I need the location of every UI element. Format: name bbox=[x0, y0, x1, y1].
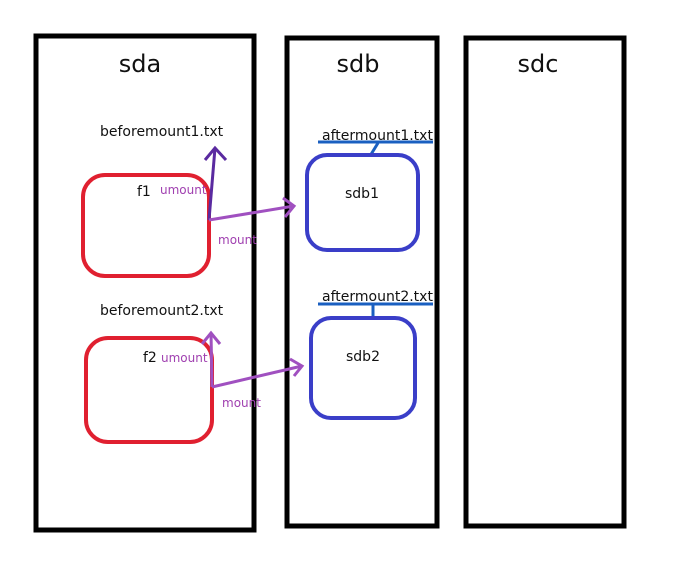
folder-f1-label: f1 bbox=[137, 184, 151, 200]
mount2-arrowhead bbox=[289, 357, 305, 377]
umount2-arrow bbox=[209, 332, 214, 388]
file-beforemount2: beforemount2.txt bbox=[100, 303, 224, 319]
mount2-label: mount bbox=[222, 396, 261, 410]
file-aftermount1: aftermount1.txt bbox=[322, 128, 433, 144]
umount1-arrow bbox=[207, 147, 217, 221]
file-aftermount2: aftermount2.txt bbox=[322, 289, 433, 305]
mount2-arrow bbox=[211, 364, 303, 389]
folder-sdb1-label: sdb1 bbox=[345, 186, 379, 202]
mount1-arrow bbox=[208, 204, 295, 222]
disk-sdb-title: sdb bbox=[337, 50, 380, 78]
folder-f2-label: f2 bbox=[143, 350, 157, 366]
disk-sda-title: sda bbox=[119, 50, 161, 78]
disk-sdb-box bbox=[284, 35, 440, 529]
folder-sdb2 bbox=[309, 316, 417, 420]
file-beforemount1: beforemount1.txt bbox=[100, 124, 224, 140]
folder-sdb1 bbox=[305, 153, 420, 252]
folder-sdb2-label: sdb2 bbox=[346, 349, 380, 365]
umount2-arrowhead bbox=[200, 330, 222, 345]
mount1-label: mount bbox=[218, 233, 257, 247]
disk-sdc-title: sdc bbox=[518, 50, 559, 78]
folder-f1 bbox=[81, 173, 211, 278]
folder-f2 bbox=[84, 336, 214, 444]
umount2-label: umount bbox=[161, 351, 208, 365]
disk-sda-box bbox=[33, 33, 257, 533]
disk-sdc-box bbox=[463, 35, 627, 529]
mount1-arrowhead bbox=[282, 196, 297, 218]
umount1-label: umount bbox=[160, 183, 207, 197]
umount1-arrowhead bbox=[203, 145, 228, 162]
